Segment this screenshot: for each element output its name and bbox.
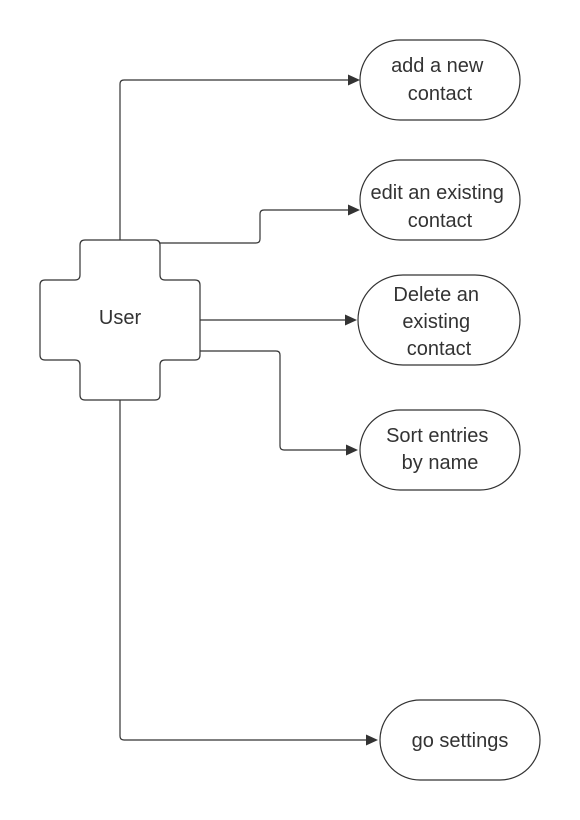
action-shape-delete	[357, 274, 521, 366]
arrowhead-add	[348, 74, 360, 86]
arrowhead-delete	[345, 314, 357, 326]
connectors	[119, 74, 378, 746]
action-node-add: add a new contact	[359, 39, 521, 121]
arrowhead-sort	[346, 444, 358, 456]
action-label-sort: Sort entries by name	[386, 425, 494, 474]
action-label-delete: Delete an existing contact	[393, 284, 484, 360]
actor-cross-shape	[39, 239, 201, 401]
action-shape-sort	[359, 409, 521, 491]
action-shape-settings	[379, 699, 541, 781]
action-node-delete: Delete an existing contact	[357, 274, 521, 366]
action-label-delete-line-3: contact	[407, 338, 472, 360]
edge-user-to-sort	[200, 350, 348, 451]
edge-user-to-settings	[119, 400, 368, 741]
edge-user-to-edit	[160, 209, 350, 244]
actor-node: User	[39, 239, 201, 401]
action-label-add-line-1: add a new	[391, 55, 484, 77]
action-label-add-line-2: contact	[408, 83, 473, 105]
action-label-edit-line-1: edit an existing	[371, 182, 504, 204]
action-label-settings: go settings	[412, 730, 509, 752]
arrowhead-edit	[348, 204, 360, 216]
action-label-add: add a new contact	[391, 55, 489, 105]
action-label-settings-line-1: go settings	[412, 730, 509, 752]
action-label-delete-line-1: Delete an	[393, 284, 479, 306]
action-node-sort: Sort entries by name	[359, 409, 521, 491]
action-node-edit: edit an existing contact	[359, 159, 521, 241]
action-shape-add	[359, 39, 521, 121]
action-label-edit: edit an existing contact	[371, 182, 510, 232]
actor-label: User	[99, 307, 142, 329]
edge-user-to-add	[119, 79, 350, 240]
action-node-settings: go settings	[379, 699, 541, 781]
action-shape-edit	[359, 159, 521, 241]
action-label-sort-line-2: by name	[402, 452, 479, 474]
action-label-sort-line-1: Sort entries	[386, 425, 488, 447]
arrowhead-settings	[366, 734, 378, 746]
action-label-delete-line-2: existing	[402, 311, 470, 333]
action-label-edit-line-2: contact	[408, 210, 473, 232]
